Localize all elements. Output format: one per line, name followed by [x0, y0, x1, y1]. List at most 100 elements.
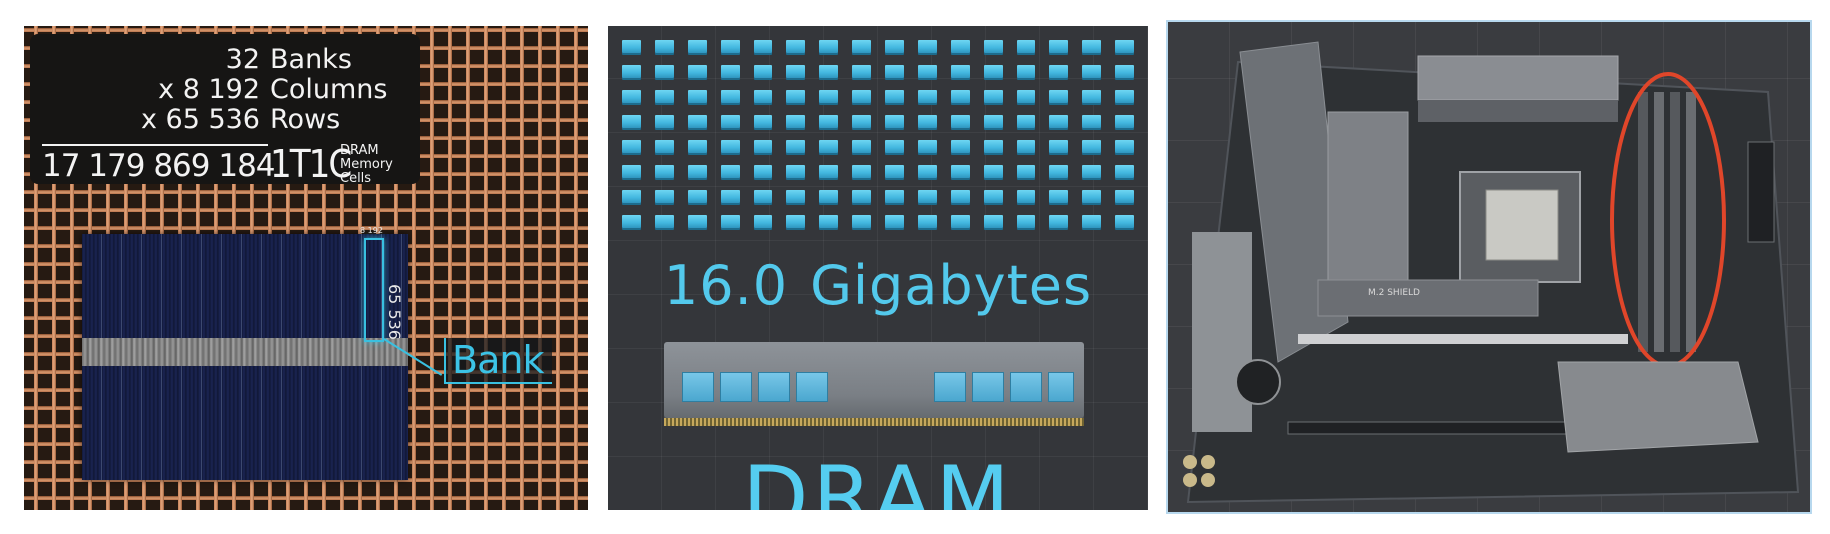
- memory-block: [654, 115, 674, 128]
- atx-power-connector: [1747, 141, 1775, 243]
- total-cell-count: 17 179 869 184: [42, 148, 276, 184]
- memory-block: [852, 40, 871, 53]
- pcie-slot: [1298, 334, 1628, 344]
- memory-block: [1082, 65, 1102, 78]
- memory-block: [1082, 165, 1102, 178]
- memory-block: [885, 115, 904, 128]
- memory-block: [819, 140, 839, 153]
- memory-block: [720, 90, 740, 103]
- memory-block: [786, 215, 806, 228]
- memory-block: [720, 165, 740, 178]
- memory-block: [819, 190, 839, 203]
- memory-block: [950, 190, 970, 203]
- memory-block: [950, 165, 970, 178]
- vrm-heatsink-left: [1327, 111, 1409, 293]
- memory-block: [852, 65, 871, 78]
- dram-module: [664, 342, 1084, 426]
- memory-block: [1016, 165, 1036, 178]
- memory-block: [983, 40, 1003, 53]
- memory-block: [917, 215, 937, 228]
- memory-block: [1049, 65, 1069, 78]
- memory-block: [687, 140, 707, 153]
- ram-slot: [1670, 92, 1680, 352]
- memory-block: [917, 165, 937, 178]
- memory-block: [753, 65, 773, 78]
- memory-block: [917, 65, 937, 78]
- bank-width-label: 8 192: [360, 226, 383, 235]
- cmos-battery: [1235, 359, 1281, 405]
- cell-desc-line-2: Memory: [340, 157, 393, 172]
- memory-block: [687, 40, 707, 53]
- motherboard-panel: M.2 SHIELD: [1166, 20, 1812, 514]
- memory-block: [983, 65, 1003, 78]
- memory-block: [819, 40, 839, 53]
- memory-block: [1049, 140, 1069, 153]
- memory-block: [917, 140, 937, 153]
- memory-block: [622, 165, 641, 178]
- memory-block: [1049, 40, 1069, 53]
- memory-block: [1049, 90, 1069, 103]
- capacitor: [1201, 473, 1215, 487]
- memory-block: [654, 40, 674, 53]
- ram-slot: [1638, 92, 1648, 352]
- memory-block: [885, 190, 904, 203]
- cell-type-label: 1T1C: [270, 142, 352, 186]
- memory-block: [1115, 65, 1134, 78]
- memory-block: [753, 165, 773, 178]
- memory-block: [885, 215, 904, 228]
- memory-block: [1082, 90, 1102, 103]
- memory-block: [1082, 115, 1102, 128]
- memory-chip: [972, 372, 1004, 402]
- memory-block: [654, 65, 674, 78]
- memory-block: [687, 115, 707, 128]
- gold-contacts: [664, 418, 1084, 426]
- memory-block: [1016, 140, 1036, 153]
- memory-block: [950, 115, 970, 128]
- memory-block: [983, 165, 1003, 178]
- dram-label: DRAM: [742, 448, 1014, 510]
- memory-block: [786, 90, 806, 103]
- memory-block: [687, 65, 707, 78]
- memory-block: [885, 165, 904, 178]
- memory-block: [1016, 65, 1036, 78]
- memory-chip: [1010, 372, 1042, 402]
- memory-block: [720, 115, 740, 128]
- memory-block: [1016, 215, 1036, 228]
- memory-block: [917, 115, 937, 128]
- memory-block: [720, 215, 740, 228]
- memory-chip: [682, 372, 714, 402]
- ram-slot: [1654, 92, 1664, 352]
- memory-block: [622, 215, 641, 228]
- memory-block: [1016, 115, 1036, 128]
- capacitor: [1183, 455, 1197, 469]
- capacity-unit: Gigabytes: [810, 254, 1093, 317]
- memory-block: [1049, 215, 1069, 228]
- memory-block: [687, 215, 707, 228]
- memory-block: [819, 90, 839, 103]
- memory-block: [720, 190, 740, 203]
- memory-block: [687, 165, 707, 178]
- memory-block: [786, 40, 806, 53]
- memory-block: [1049, 190, 1069, 203]
- memory-block: [720, 140, 740, 153]
- memory-block: [1115, 215, 1134, 228]
- memory-block: [885, 140, 904, 153]
- memory-block: [983, 140, 1003, 153]
- memory-chip: [720, 372, 752, 402]
- memory-block: [1082, 140, 1102, 153]
- m2-shield: [1317, 279, 1539, 317]
- memory-block: [753, 140, 773, 153]
- rows-label: Rows: [270, 104, 341, 135]
- memory-block: [852, 215, 871, 228]
- memory-block: [654, 190, 674, 203]
- memory-block: [720, 40, 740, 53]
- columns-label: Columns: [270, 74, 388, 105]
- memory-block: [983, 215, 1003, 228]
- memory-block: [1082, 40, 1102, 53]
- chipset-heatsink: [1557, 361, 1759, 453]
- memory-block: [1016, 90, 1036, 103]
- io-ports: [1192, 232, 1252, 432]
- memory-block: [852, 190, 871, 203]
- cell-desc-line-1: DRAM: [340, 143, 379, 158]
- memory-block: [622, 65, 641, 78]
